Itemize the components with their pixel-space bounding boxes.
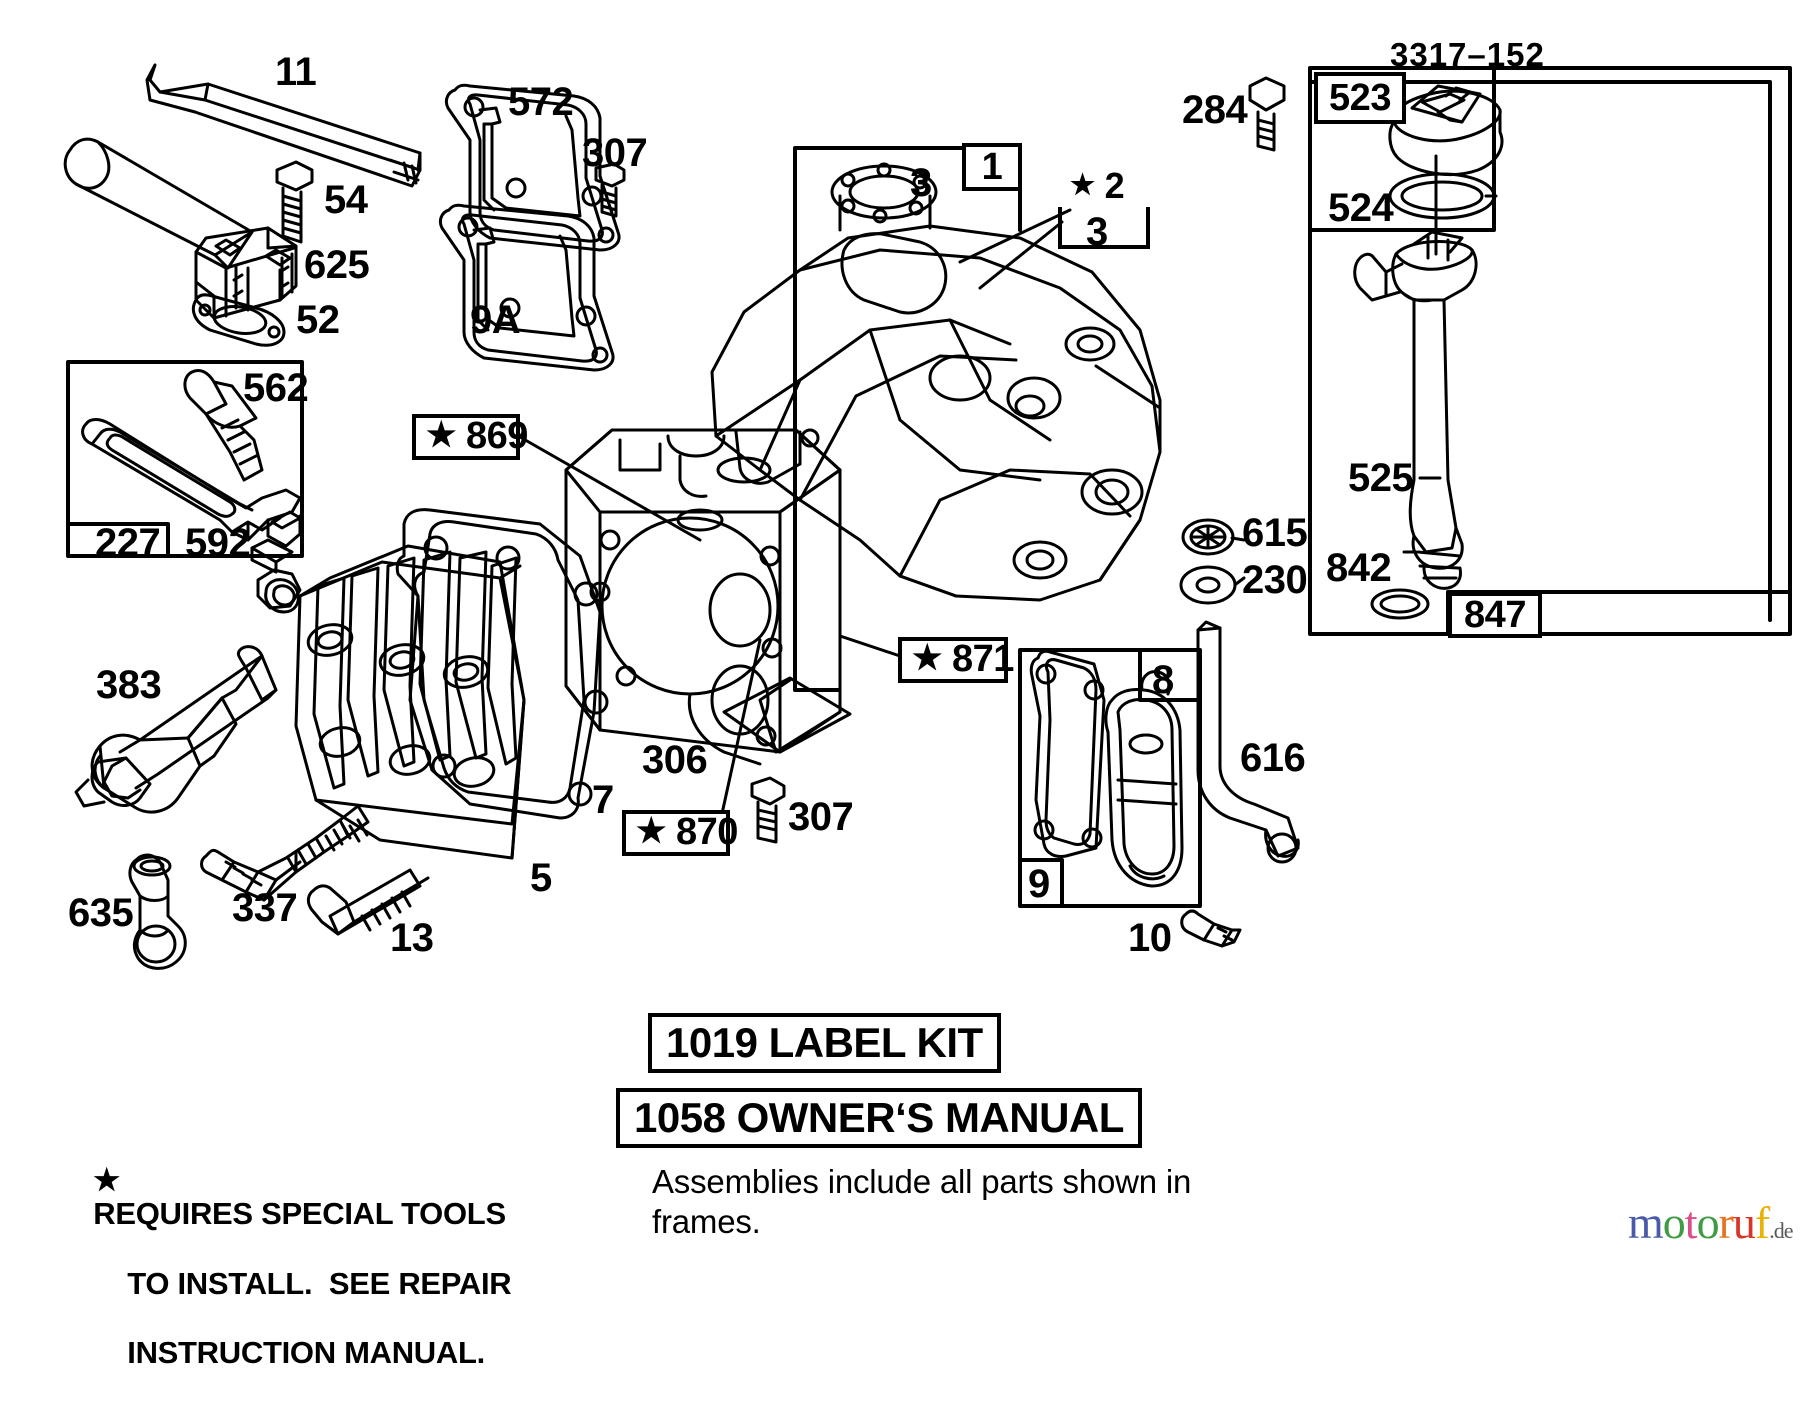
assemblies-note-line-1: Assemblies include all parts shown in <box>652 1163 1192 1200</box>
star-icon: ★ <box>636 812 666 850</box>
callout-525: 525 <box>1348 456 1414 500</box>
callout-11: 11 <box>275 50 317 94</box>
wm-letter-t: t <box>1684 1197 1698 1248</box>
callout-7: 7 <box>592 778 614 822</box>
wm-letter-o1: o <box>1662 1197 1686 1248</box>
callout-307-lower: 307 <box>788 795 854 839</box>
callout-10: 10 <box>1128 916 1172 960</box>
callout-3-top: 3 <box>910 161 932 205</box>
callout-13: 13 <box>390 916 434 960</box>
engine-exploded-line-art <box>63 63 1792 970</box>
assemblies-note-line-2: frames. <box>652 1203 761 1240</box>
star-icon: ★ <box>93 1163 120 1197</box>
part-523-oil-cap <box>1388 84 1504 176</box>
callout-337: 337 <box>232 886 298 930</box>
leader-lines <box>518 194 1498 834</box>
part-524-oring <box>1388 172 1496 220</box>
wm-letter-f: f <box>1754 1197 1770 1248</box>
part-847-oring <box>1370 588 1430 620</box>
part-10-plug <box>1180 909 1242 948</box>
callout-615: 615 <box>1242 511 1308 555</box>
callout-306: 306 <box>642 738 708 782</box>
callout-3-box: 3 <box>1086 210 1108 254</box>
part-307-screw-lower <box>750 776 786 844</box>
special-tools-line-3: INSTRUCTION MANUAL. <box>127 1335 485 1371</box>
part-284-bolt <box>1248 76 1286 152</box>
label-kit-box: 1019 LABEL KIT <box>648 1013 1001 1073</box>
motoruf-watermark: motoruf.de <box>1628 1196 1793 1249</box>
callout-869-box: ★ 869 <box>412 414 528 460</box>
part-562-bolt <box>183 368 264 482</box>
callout-383: 383 <box>96 663 162 707</box>
special-tools-line-2: TO INSTALL. SEE REPAIR <box>127 1265 512 1301</box>
wm-letter-u: u <box>1732 1197 1756 1248</box>
part-592-nut <box>256 568 302 614</box>
part-230-washer <box>1179 565 1237 605</box>
callout-842: 842 <box>1326 546 1392 590</box>
callout-524: 524 <box>1328 186 1394 230</box>
part-306-cylinder-block <box>564 428 852 766</box>
special-tools-line-1: REQUIRES SPECIAL TOOLS <box>93 1196 506 1232</box>
parts-diagram-sheet: 11 54 625 52 572 307 9A 562 227 592 383 … <box>63 36 1793 1370</box>
part-9A-gasket <box>438 203 615 372</box>
diagram-code: 3317–152 <box>1390 36 1545 73</box>
frame-562-227-box <box>66 360 304 558</box>
callout-871: 871 <box>951 638 1014 680</box>
callout-870: 870 <box>675 811 738 853</box>
callout-9: 9 <box>1028 862 1050 906</box>
part-7-head-gasket <box>395 508 609 820</box>
part-625-tube-clamp <box>63 137 298 320</box>
part-383-tool <box>74 645 278 814</box>
callout-5: 5 <box>530 856 552 900</box>
wm-tld: .de <box>1769 1218 1793 1243</box>
part-52-gasket <box>191 293 286 347</box>
callout-9A: 9A <box>470 298 521 342</box>
star-icon: ★ <box>1070 169 1095 200</box>
callout-307-upper: 307 <box>582 131 648 175</box>
star-icon: ★ <box>426 416 456 454</box>
wm-letter-o2: o <box>1696 1197 1720 1248</box>
part-8-muffler <box>1104 670 1184 888</box>
callout-523-box: 523 <box>1314 72 1406 124</box>
callout-2: 2 <box>1104 165 1125 206</box>
star-icon: ★ <box>912 639 942 677</box>
owners-manual-box: 1058 OWNER‘S MANUAL <box>616 1088 1142 1148</box>
callout-54: 54 <box>324 178 368 222</box>
callout-847-box: 847 <box>1448 592 1542 638</box>
callout-616: 616 <box>1240 736 1306 780</box>
callout-8: 8 <box>1152 658 1174 702</box>
part-307-screw-upper <box>594 162 626 218</box>
callout-625: 625 <box>304 243 370 287</box>
part-635-boot <box>128 853 187 970</box>
part-525-dipstick <box>1353 154 1478 590</box>
frame-part-8-9 <box>1018 648 1202 908</box>
callout-52: 52 <box>296 298 340 342</box>
special-tools-note: ★ REQUIRES SPECIAL TOOLS TO INSTALL. SEE… <box>60 1128 511 1406</box>
part-615-screen <box>1181 518 1235 556</box>
part-13-bolt <box>306 868 430 936</box>
part-11-tube <box>145 63 422 188</box>
callout-1-box: 1 <box>962 143 1022 191</box>
callout-869: 869 <box>465 415 528 457</box>
callout-2-box: ★ 2 <box>1058 165 1150 207</box>
wm-letter-r: r <box>1718 1197 1734 1248</box>
part-1-crankcase-cover <box>710 162 1162 602</box>
callout-562: 562 <box>243 366 309 410</box>
callout-870-box: ★ 870 <box>622 810 738 856</box>
callout-227: 227 <box>95 521 161 565</box>
part-572-gasket <box>444 83 621 252</box>
callout-572: 572 <box>508 80 574 124</box>
callout-635: 635 <box>68 891 134 935</box>
wm-letter-m: m <box>1628 1197 1664 1248</box>
part-337-spark-plug <box>200 804 370 902</box>
callout-230: 230 <box>1242 558 1308 602</box>
part-9-muffler-gasket <box>1029 649 1106 858</box>
part-54-bolt <box>275 160 314 244</box>
callout-284: 284 <box>1182 88 1248 132</box>
callout-592: 592 <box>185 521 251 565</box>
callout-871-box: ★ 871 <box>898 637 1014 683</box>
